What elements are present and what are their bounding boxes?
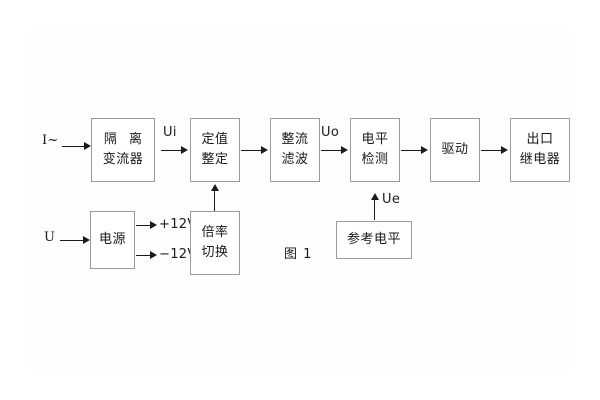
setting-to-rectifier-line <box>241 150 263 151</box>
rail-positive-label: +12V <box>159 217 197 232</box>
block-setting-adjust[interactable]: 定值 整定 <box>190 118 240 182</box>
rail-negative-label: −12V <box>159 247 197 262</box>
rail-positive-line <box>136 225 154 226</box>
ui-line <box>161 150 183 151</box>
level-to-driver-line <box>401 150 423 151</box>
block-isolation-transformer-line1: 隔 离 <box>103 131 147 147</box>
block-output-relay-line2: 继电器 <box>519 152 561 167</box>
diagram-panel <box>30 30 570 370</box>
block-output-relay[interactable]: 出口 继电器 <box>510 118 570 182</box>
block-rectifier-filter-line2: 滤波 <box>281 152 309 167</box>
input-current-arrowhead <box>84 142 91 150</box>
driver-to-relay-line <box>481 150 503 151</box>
block-driver-line1: 驱动 <box>441 141 469 157</box>
reference-to-level-arrowhead <box>371 193 379 200</box>
rail-negative-line <box>136 255 154 256</box>
block-isolation-transformer-line2: 变流器 <box>102 152 144 167</box>
multiplier-to-setting-arrowhead <box>211 184 219 191</box>
uo-line <box>321 150 343 151</box>
signal-uo-label: Uo <box>321 125 340 140</box>
multiplier-to-setting-line <box>214 189 215 211</box>
block-level-detect-line2: 检测 <box>361 152 389 167</box>
input-voltage-arrowhead <box>83 236 90 244</box>
block-rectifier-filter[interactable]: 整流 滤波 <box>270 118 320 182</box>
current-input-label: I~ <box>42 133 59 148</box>
rail-negative-arrowhead <box>150 251 157 259</box>
input-voltage-line <box>60 240 85 241</box>
block-output-relay-line1: 出口 <box>526 131 554 147</box>
input-current-line <box>62 146 86 147</box>
block-reference-level-line1: 参考电平 <box>346 231 401 247</box>
driver-to-relay-arrowhead <box>501 146 508 154</box>
block-power-supply[interactable]: 电源 <box>90 211 135 269</box>
block-reference-level[interactable]: 参考电平 <box>336 221 412 259</box>
reference-to-level-line <box>374 198 375 220</box>
rail-positive-arrowhead <box>150 221 157 229</box>
block-power-supply-line1: 电源 <box>98 231 126 247</box>
figure-caption: 图 1 <box>284 247 313 262</box>
signal-ui-label: Ui <box>163 125 177 140</box>
block-setting-adjust-line1: 定值 <box>201 131 229 147</box>
block-multiplier-switch[interactable]: 倍率 切换 <box>190 211 240 275</box>
setting-to-rectifier-arrowhead <box>261 146 268 154</box>
block-multiplier-switch-line2: 切换 <box>201 245 229 260</box>
block-setting-adjust-line2: 整定 <box>201 152 229 167</box>
block-level-detect-line1: 电平 <box>361 131 389 147</box>
level-to-driver-arrowhead <box>421 146 428 154</box>
ui-arrowhead <box>181 146 188 154</box>
block-level-detect[interactable]: 电平 检测 <box>350 118 400 182</box>
voltage-input-label: U <box>44 230 56 245</box>
block-isolation-transformer[interactable]: 隔 离 变流器 <box>91 118 155 182</box>
uo-arrowhead <box>341 146 348 154</box>
block-multiplier-switch-line1: 倍率 <box>201 224 229 240</box>
block-rectifier-filter-line1: 整流 <box>281 131 309 147</box>
signal-ue-label: Ue <box>382 192 401 207</box>
block-driver[interactable]: 驱动 <box>430 118 480 182</box>
